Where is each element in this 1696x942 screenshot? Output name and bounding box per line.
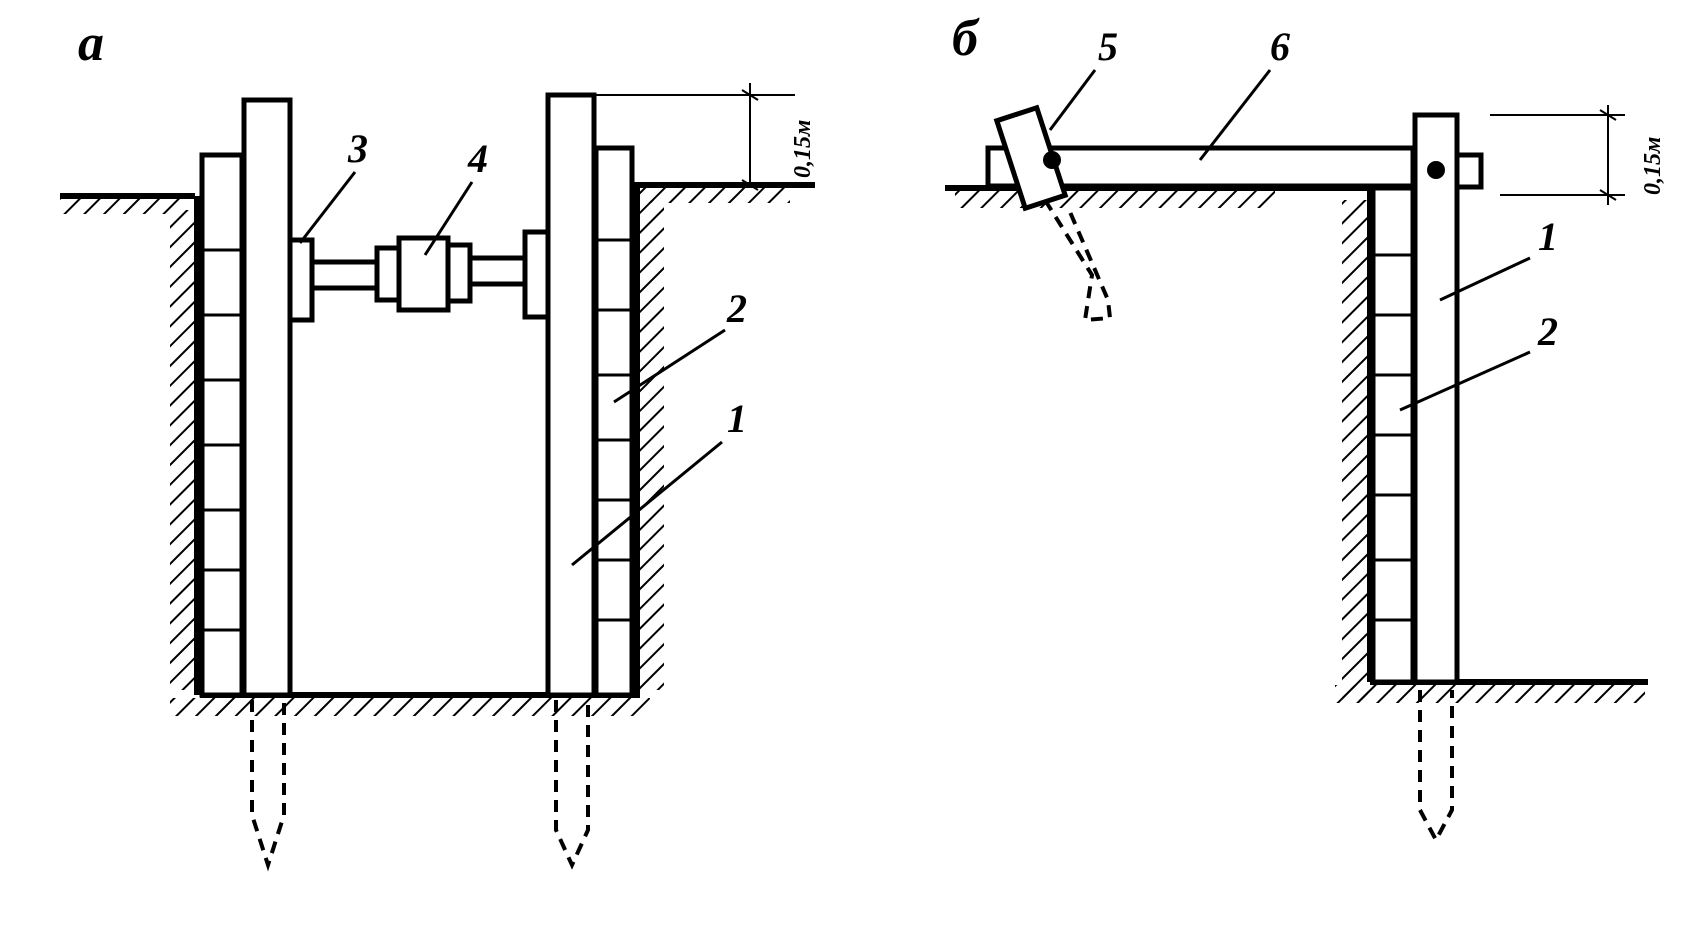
panel-a-dimension-label: 0,15м <box>790 120 816 178</box>
panel-b-pile-pin <box>1427 161 1445 179</box>
callout-b-1: 1 <box>1538 214 1558 259</box>
callout-a-4: 4 <box>467 136 488 181</box>
panel-b-pile-tip <box>1418 690 1454 845</box>
panel-b-pile-cap <box>1454 152 1484 190</box>
panel-a-right-pile <box>545 92 597 698</box>
panel-a-left-pile-tip <box>250 700 286 872</box>
panel-b-anchor <box>993 104 1113 323</box>
panel-a-left-pile <box>241 97 293 698</box>
callout-a-2: 2 <box>726 286 747 331</box>
callout-a-1: 1 <box>727 396 747 441</box>
callout-a-3: 3 <box>347 126 368 171</box>
callout-b-5: 5 <box>1098 24 1118 69</box>
panel-b-dimension-label: 0,15м <box>1640 137 1666 195</box>
panel-b-lining <box>1370 185 1416 685</box>
panel-b-anchor-pin <box>1043 151 1061 169</box>
callout-b-6: 6 <box>1270 24 1290 69</box>
panel-a: а <box>60 15 816 872</box>
panel-b-dimension: 0,15м <box>1490 105 1666 205</box>
panel-b-callouts: 5 6 1 2 <box>1048 24 1558 412</box>
panel-a-letter: а <box>78 15 104 72</box>
panel-a-jack <box>396 235 451 313</box>
panel-a-strut <box>287 229 551 323</box>
panel-b-pile <box>1412 112 1460 685</box>
panel-b-ground <box>945 185 1648 703</box>
panel-a-right-lining <box>593 145 635 698</box>
panel-a-left-lining <box>199 152 245 698</box>
panel-a-callouts: 3 4 2 1 <box>298 126 747 567</box>
panel-b: б <box>945 10 1666 845</box>
panel-b-letter: б <box>952 10 980 67</box>
panel-a-dimension: 0,15м <box>596 83 816 191</box>
panel-a-right-pile-tip <box>554 700 590 870</box>
callout-b-2: 2 <box>1537 309 1558 354</box>
